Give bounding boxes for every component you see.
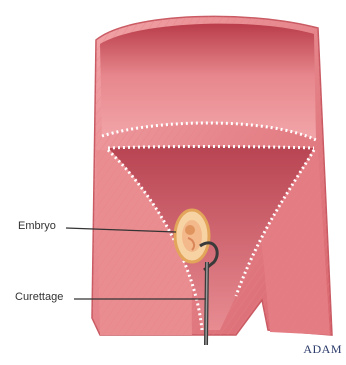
embryo-sac xyxy=(175,210,209,262)
curettage-label: Curettage xyxy=(15,291,63,303)
adam-watermark: ADAM xyxy=(303,342,342,357)
uterine-fundus xyxy=(100,24,316,140)
embryo-label: Embryo xyxy=(18,220,56,232)
